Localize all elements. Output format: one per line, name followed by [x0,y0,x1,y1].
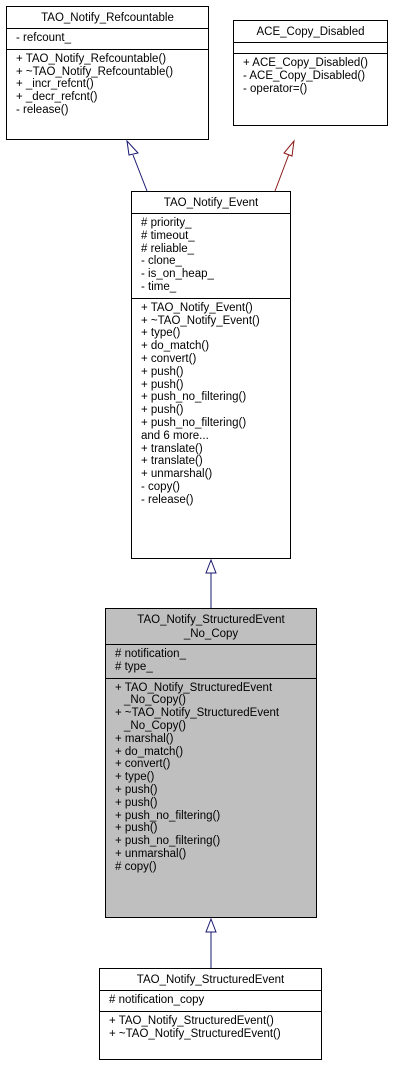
edge-event-to-copy-disabled [274,139,295,192]
attribute: # timeout_ [141,229,195,242]
method: + push_no_filtering() [141,416,247,429]
method: + ACE_Copy_Disabled() [243,57,368,69]
attribute: # notification_copy [109,994,205,1006]
inheritance-arrowhead [205,917,217,933]
methods-section: + TAO_Notify_Refcountable() + ~TAO_Notif… [7,48,208,121]
class-title-line: TAO_Notify_Event [163,197,259,209]
methods-section: + TAO_Notify_StructuredEvent() + ~TAO_No… [100,1010,321,1045]
method: + convert() [141,352,197,365]
attributes-section [234,42,387,53]
method: + ~TAO_Notify_StructuredEvent() [109,1027,281,1040]
method: + type() [141,327,181,340]
attribute: # reliable_ [141,242,195,255]
attribute: # notification_ [115,648,186,660]
class-title: TAO_Notify_Event [132,192,290,213]
method: # copy() [115,860,157,873]
method: + ~TAO_Notify_Refcountable() [16,65,174,78]
class-title-line: TAO_Notify_StructuredEvent [136,974,285,986]
methods-section: + TAO_Notify_StructuredEvent _No_Copy() … [106,677,316,878]
class-tao-notify-structuredevent[interactable]: TAO_Notify_StructuredEvent # notificatio… [99,968,322,1060]
method: + TAO_Notify_StructuredEvent [115,681,273,694]
method: - operator=() [243,82,308,95]
class-title-line: TAO_Notify_Refcountable [41,12,174,24]
attribute: - is_on_heap_ [141,268,214,281]
methods-section: + ACE_Copy_Disabled() - ACE_Copy_Disable… [234,53,387,99]
class-ace-copy-disabled[interactable]: ACE_Copy_Disabled + ACE_Copy_Disabled() … [233,20,388,126]
class-tao-notify-event[interactable]: TAO_Notify_Event # priority_ # timeout_ … [131,191,291,559]
edge-structured-to-no-copy [205,917,217,968]
class-title: TAO_Notify_StructuredEvent _No_Copy [106,609,316,644]
method: + TAO_Notify_StructuredEvent() [109,1014,274,1027]
class-title-line: _No_Copy [183,628,239,640]
method: + push_no_filtering() [115,835,221,848]
method: + push() [141,404,184,417]
class-title: TAO_Notify_StructuredEvent [100,969,321,990]
more-members-link[interactable]: and 6 more... [141,429,209,442]
method: + translate() [141,455,203,468]
edge-no-copy-to-event [205,558,217,608]
method: - copy() [141,480,180,493]
methods-section: + TAO_Notify_Event() + ~TAO_Notify_Event… [132,297,290,511]
method: + push_no_filtering() [141,391,247,404]
class-tao-notify-refcountable[interactable]: TAO_Notify_Refcountable - refcount_ + TA… [6,6,209,140]
attributes-section: # priority_ # timeout_ # reliable_ - clo… [132,213,290,298]
class-title-line: ACE_Copy_Disabled [256,26,365,38]
method: + convert() [115,758,171,771]
method: + type() [115,771,155,784]
attribute: - time_ [141,280,177,293]
attribute: - refcount_ [16,32,71,44]
method: _No_Copy() [124,694,186,707]
inheritance-arrowhead [205,558,217,574]
class-title: TAO_Notify_Refcountable [7,7,208,28]
method: + TAO_Notify_Event() [141,301,253,314]
method: _No_Copy() [124,719,186,732]
attributes-section: # notification_copy [100,990,321,1011]
class-tao-notify-structuredevent-no-copy[interactable]: TAO_Notify_StructuredEvent _No_Copy # no… [105,608,317,918]
method: + push() [115,822,158,835]
method: + ~TAO_Notify_Event() [141,314,260,327]
method: + push() [141,365,184,378]
method: + do_match() [141,340,210,353]
inheritance-arrowhead [126,139,139,156]
method: + unmarshal() [141,468,213,481]
method: + ~TAO_Notify_StructuredEvent [115,707,280,720]
attribute: # priority_ [141,217,192,229]
method: + marshal() [115,732,174,745]
inheritance-arrowhead [283,139,295,157]
attributes-section: # notification_ # type_ [106,644,316,678]
method: - release() [141,493,194,506]
method: + push() [115,783,158,796]
attribute: - clone_ [141,255,182,268]
class-title-line: TAO_Notify_StructuredEvent [137,614,285,626]
class-title: ACE_Copy_Disabled [234,21,387,42]
method: + push() [141,378,184,391]
attributes-section: - refcount_ [7,28,208,49]
attribute: # type_ [115,660,153,673]
method: + do_match() [115,745,184,758]
method: + unmarshal() [115,847,187,860]
method: + push() [115,796,158,809]
method: - ACE_Copy_Disabled() [243,69,366,82]
method: + TAO_Notify_Refcountable() [16,52,167,65]
method: + translate() [141,442,203,455]
edge-event-to-refcountable [126,139,148,192]
method: + _incr_refcnt() [16,78,94,91]
method: + _decr_refcnt() [16,91,98,104]
method: + push_no_filtering() [115,809,221,822]
method: - release() [16,103,69,116]
